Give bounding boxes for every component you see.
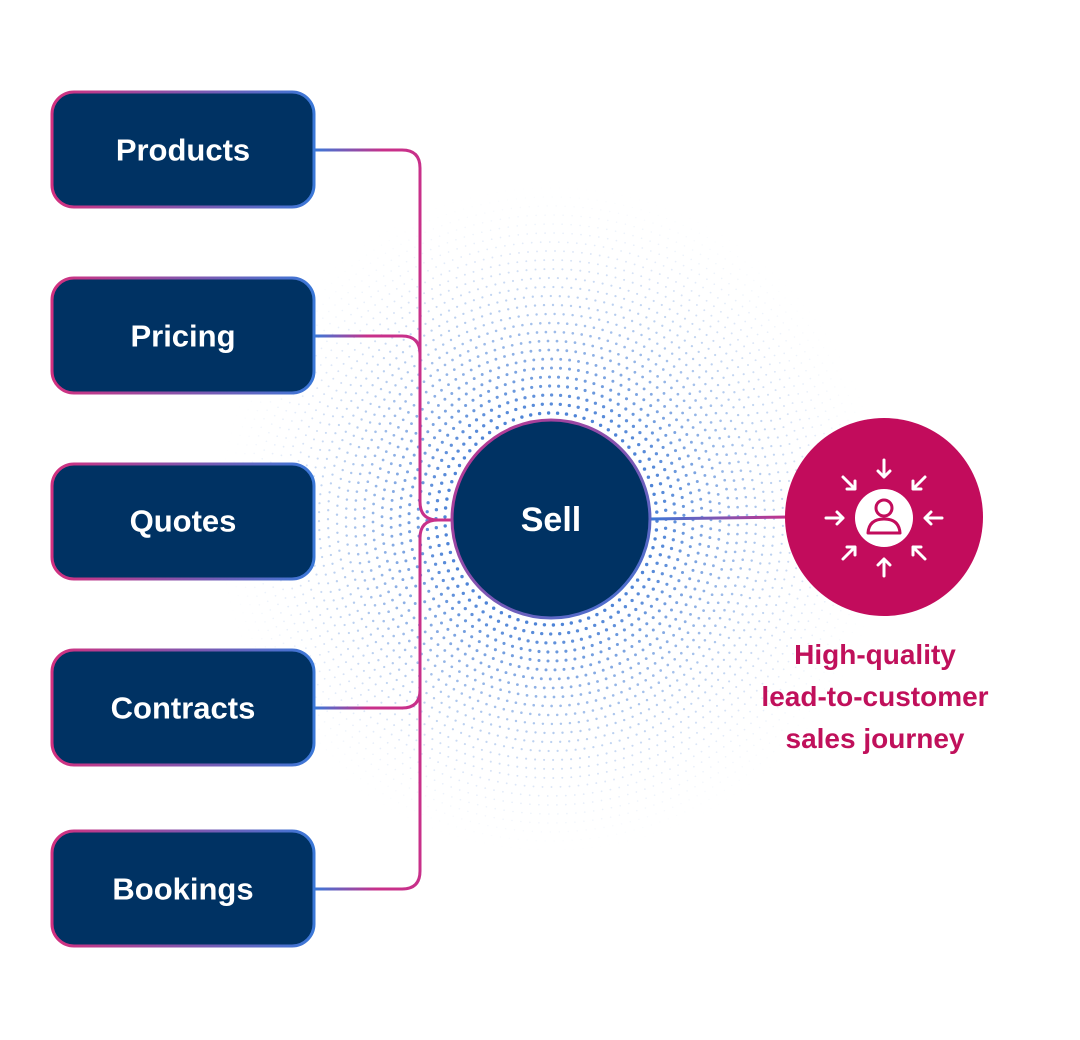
input-box-label: Contracts — [111, 691, 256, 726]
connector-lines — [315, 148, 791, 891]
input-box-bookings: Bookings — [50, 829, 316, 948]
outcome-caption-line: sales journey — [785, 723, 965, 754]
outcome-caption-line: High-quality — [794, 639, 956, 670]
input-box-contracts: Contracts — [50, 648, 316, 767]
customer-focus-icon — [824, 458, 944, 578]
input-box-label: Products — [116, 133, 250, 168]
connector-bookings — [315, 518, 439, 891]
input-box-label: Bookings — [112, 872, 253, 907]
connector-contracts — [315, 538, 422, 710]
input-box-label: Pricing — [130, 319, 235, 354]
connector-sell-to-outcome — [649, 515, 791, 521]
input-box-pricing: Pricing — [50, 276, 316, 395]
input-box-products: Products — [50, 90, 316, 209]
input-box-quotes: Quotes — [50, 462, 316, 581]
outcome-caption: High-quality lead-to-customer sales jour… — [730, 634, 1020, 760]
input-box-label: Quotes — [130, 504, 237, 539]
outcome-circle — [785, 418, 983, 616]
sell-hub-label: Sell — [521, 501, 581, 539]
connector-pricing — [315, 334, 422, 502]
dotted-halo-background — [237, 205, 865, 833]
outcome-caption-line: lead-to-customer — [761, 681, 989, 712]
sell-hub: Sell — [450, 418, 652, 620]
